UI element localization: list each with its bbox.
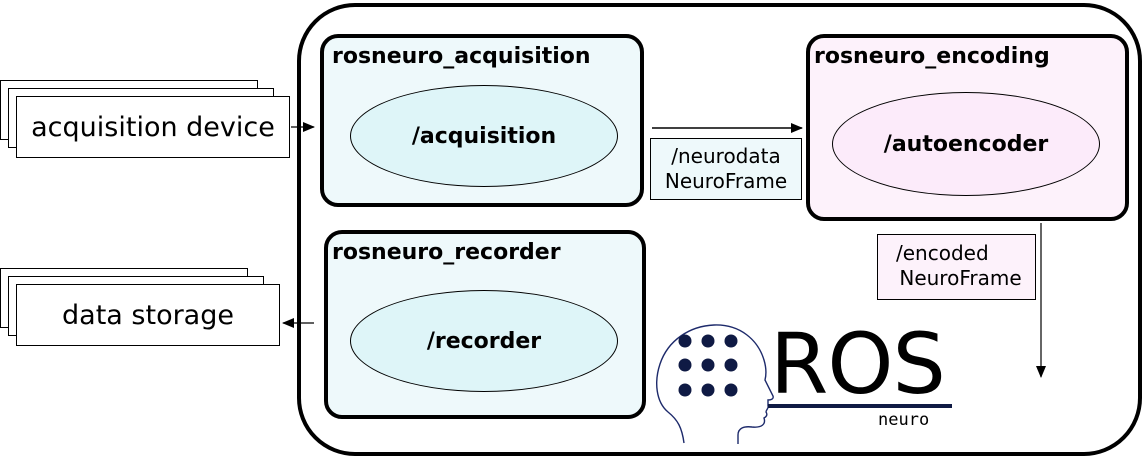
package-title: rosneuro_recorder (332, 240, 561, 265)
package-title: rosneuro_acquisition (332, 44, 591, 69)
package-rosneuro-recorder: rosneuro_recorder /recorder (324, 230, 646, 419)
topic-name: /neurodata (671, 144, 781, 168)
topic-name: /encoded (896, 241, 989, 265)
head-icon (656, 324, 774, 444)
package-rosneuro-acquisition: rosneuro_acquisition /acquisition (320, 34, 644, 207)
package-title: rosneuro_encoding (814, 44, 1050, 69)
topic-type: NeuroFrame (899, 266, 1022, 290)
topic-encoded: /encoded NeuroFrame (877, 234, 1036, 300)
logo-underline (768, 404, 952, 408)
logo-main-text: ROS (770, 315, 946, 413)
acquisition-device: acquisition device (16, 96, 290, 158)
data-storage: data storage (16, 284, 280, 346)
package-rosneuro-encoding: rosneuro_encoding /autoencoder (806, 34, 1129, 221)
node-recorder: /recorder (350, 290, 618, 392)
topic-neurodata: /neurodata NeuroFrame (650, 138, 802, 200)
rosneuro-logo: ROS neuro (652, 320, 962, 450)
node-autoencoder: /autoencoder (832, 92, 1100, 196)
logo-sub-text: neuro (878, 410, 930, 430)
node-acquisition: /acquisition (350, 85, 618, 187)
topic-type: NeuroFrame (664, 169, 788, 193)
